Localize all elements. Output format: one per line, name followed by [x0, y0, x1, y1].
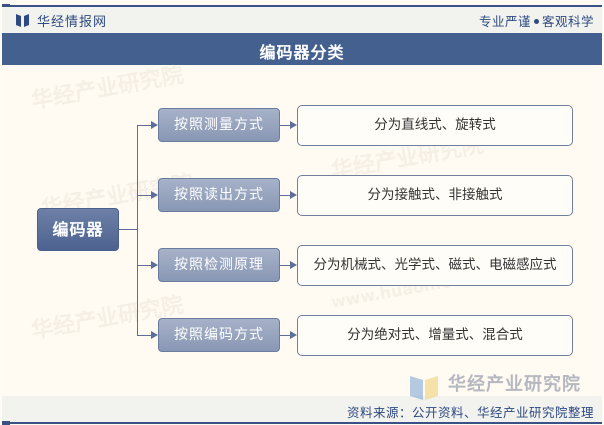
- connector-root: [119, 229, 137, 230]
- watermark-logo-icon: [410, 376, 438, 400]
- category-node-measurement: 按照测量方式: [158, 108, 280, 142]
- title-bar: [2, 33, 602, 65]
- category-node-readout: 按照读出方式: [158, 178, 280, 212]
- category-node-principle: 按照检测原理: [158, 248, 280, 282]
- connector-branch: [137, 195, 152, 196]
- arrow-icon: [290, 121, 297, 129]
- arrow-icon: [290, 331, 297, 339]
- connector-leaf: [280, 195, 291, 196]
- arrow-icon: [151, 121, 158, 129]
- bullet-dot-icon: [533, 19, 539, 24]
- page-title: 编码器分类: [259, 43, 345, 62]
- root-node: 编码器: [37, 208, 119, 251]
- connector-branch: [137, 335, 152, 336]
- top-rule-cap: [2, 4, 10, 8]
- arrow-icon: [151, 331, 158, 339]
- category-node-encoding: 按照编码方式: [158, 318, 280, 352]
- arrow-icon: [290, 261, 297, 269]
- arrow-icon: [151, 191, 158, 199]
- slogan-right: 客观科学: [541, 14, 594, 29]
- connector-leaf: [280, 335, 291, 336]
- watermark-org: 华经产业研究院: [448, 374, 581, 395]
- bottom-rule-cap: [2, 421, 10, 425]
- bottom-rule: [2, 422, 602, 424]
- description-node-encoding: 分为绝对式、增量式、混合式: [297, 315, 573, 356]
- footer-bar: [2, 396, 602, 423]
- book-logo-icon: [16, 14, 29, 27]
- description-node-readout: 分为接触式、非接触式: [297, 175, 573, 216]
- slogan: 专业严谨客观科学: [479, 11, 594, 30]
- slogan-left: 专业严谨: [478, 14, 531, 29]
- connector-leaf: [280, 125, 291, 126]
- description-node-measurement: 分为直线式、旋转式: [297, 105, 573, 146]
- connector-leaf: [280, 265, 291, 266]
- description-node-principle: 分为机械式、光学式、磁式、电磁感应式: [297, 245, 573, 286]
- connector-branch: [137, 265, 152, 266]
- connector-branch: [137, 125, 152, 126]
- top-rule: [2, 5, 602, 7]
- header-bar: [2, 7, 602, 33]
- arrow-icon: [151, 261, 158, 269]
- brand-name: 华经情报网: [37, 15, 108, 30]
- arrow-icon: [290, 191, 297, 199]
- source-note: 资料来源：公开资料、华经产业研究院整理: [346, 405, 594, 420]
- connector-trunk: [137, 125, 138, 336]
